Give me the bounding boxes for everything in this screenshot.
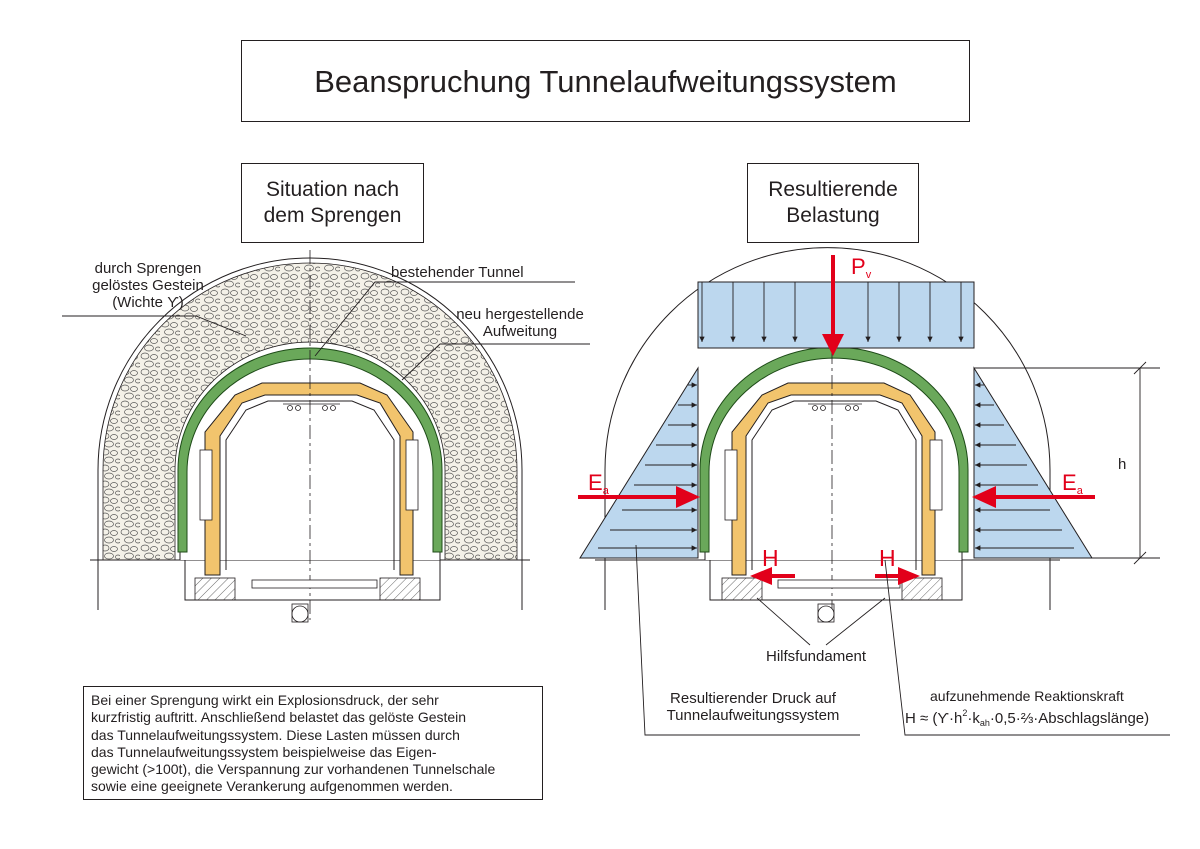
description-line: kurzfristig auftritt. Anschließend belas… [91, 709, 467, 726]
title-box: Beanspruchung Tunnelaufweitungssystem [241, 40, 970, 122]
right-heading-box: Resultierende Belastung [747, 163, 919, 243]
left-yellow-frame [204, 382, 414, 576]
label-h-left: H [762, 545, 779, 571]
label-pv-sub: v [865, 269, 872, 281]
label-pv: Pv [851, 254, 871, 281]
formula-prefix: H ≈ ( [905, 710, 938, 727]
left-heading-box: Situation nach dem Sprengen [241, 163, 424, 243]
label-new-line1: neu hergestellende [456, 306, 584, 323]
page-title: Beanspruchung Tunnelaufweitungssystem [314, 64, 897, 99]
label-loosened-rock: durch Sprengen gelöstes Gestein (Wichte … [78, 260, 218, 311]
right-heading-line1: Resultierende [768, 178, 898, 201]
formula-gamma: ϒ [937, 710, 949, 727]
red-force-arrows [578, 255, 1095, 585]
formula-k: ·k [967, 710, 980, 727]
left-loosened-rock [102, 262, 518, 561]
formula-ksub: ah [979, 718, 990, 728]
right-green-lining [699, 346, 969, 553]
left-leader-lines [62, 281, 590, 381]
label-new-widening: neu hergestellende Aufweitung [440, 306, 600, 340]
right-leader-lines [635, 544, 1170, 736]
description-line: sowie eine geeignete Verankerung aufgeno… [91, 778, 453, 795]
left-heading-line1: Situation nach [265, 178, 400, 201]
label-dimension-h: h [1118, 456, 1127, 473]
label-rock-close: ) [178, 294, 184, 311]
description-line: gewicht (>100t), die Verspannung zur vor… [91, 761, 496, 778]
label-pressure-line2: Tunnelaufweitungssystem [666, 707, 840, 724]
label-h-right: H [879, 545, 896, 571]
label-ea-left-main: E [588, 470, 603, 495]
label-rock-line3: (Wichte [112, 294, 164, 311]
label-rock-line1: durch Sprengen [94, 260, 202, 277]
label-pressure-line1: Resultierender Druck auf [670, 690, 836, 707]
formula-rest: ·0,5·⅔·Abschlagslänge) [989, 710, 1150, 727]
right-earth-pressure-triangle [973, 366, 1093, 559]
left-heading: Situation nach dem Sprengen [242, 164, 423, 229]
description-line: das Tunnelaufweitungssystem. Diese Laste… [91, 726, 460, 743]
formula-exp: 2 [962, 708, 968, 718]
left-heading-line2: dem Sprengen [263, 204, 402, 227]
left-tunnel-drawing [90, 250, 530, 623]
label-rock-symbol: ϒ [167, 294, 179, 311]
label-ea-right-sub: a [1076, 485, 1083, 497]
description-line: das Tunnelaufweitungssystem beispielweis… [91, 743, 437, 760]
label-pv-main: P [851, 254, 866, 279]
label-existing-tunnel: bestehender Tunnel [391, 264, 524, 281]
left-earth-pressure-triangle [579, 366, 699, 559]
label-ea-right: Ea [1062, 470, 1083, 497]
label-reaction-force: aufzunehmende Reaktionskraft [930, 688, 1124, 704]
left-green-lining [177, 347, 443, 553]
label-ea-right-main: E [1062, 470, 1077, 495]
label-resulting-pressure: Resultierender Druck auf Tunnelaufweitun… [648, 690, 858, 724]
right-heading-line2: Belastung [786, 204, 880, 227]
label-ea-left-sub: a [602, 485, 609, 497]
label-ea-left: Ea [588, 470, 609, 497]
right-yellow-frame [731, 382, 936, 576]
label-new-line2: Aufweitung [482, 323, 558, 340]
description-box: Bei einer Sprengung wirkt ein Explosions… [83, 686, 543, 800]
label-rock-line2: gelöstes Gestein [92, 277, 204, 294]
right-heading: Resultierende Belastung [748, 164, 918, 229]
description-line: Bei einer Sprengung wirkt ein Explosions… [91, 692, 439, 708]
formula-h: ·h [949, 710, 963, 727]
reaction-formula: H ≈ (ϒ·h2·kah·0,5·⅔·Abschlagslänge) [905, 708, 1149, 728]
dimension-h-line [974, 361, 1160, 565]
label-foundation: Hilfsfundament [766, 648, 867, 665]
